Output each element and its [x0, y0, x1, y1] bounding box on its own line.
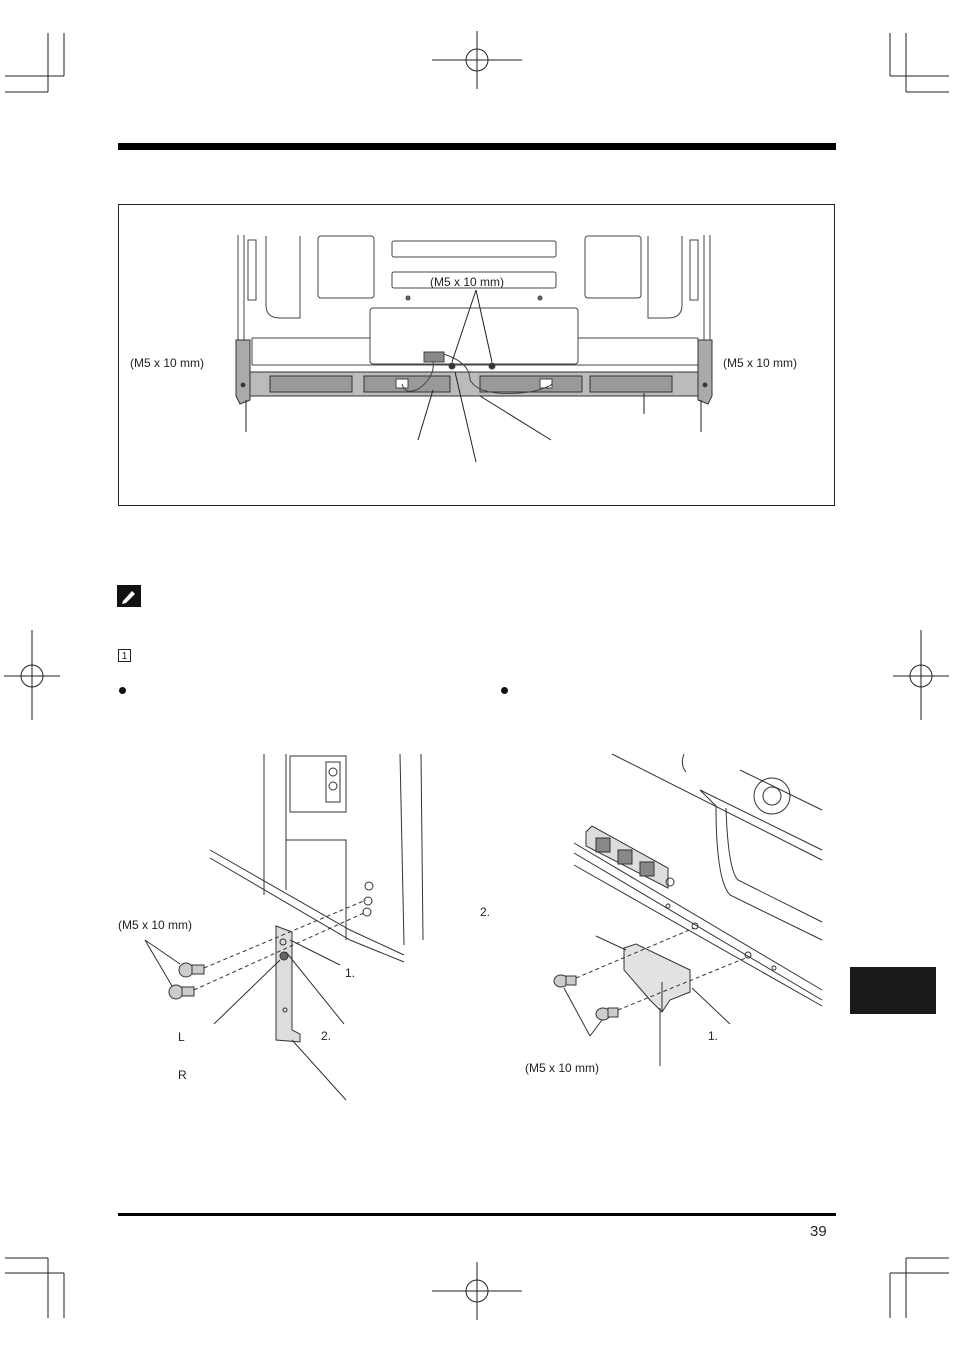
right-screw-label: (M5 x 10 mm): [723, 356, 798, 370]
page-number: 39: [810, 1223, 827, 1240]
center-screw-label: (M5 x 10 mm): [430, 275, 505, 289]
left-fig-step2: 2.: [321, 1029, 332, 1043]
header-rule: [118, 143, 836, 150]
figure-frame-top: [118, 204, 835, 506]
display-rear-illustration: [235, 235, 713, 463]
left-fig-screw-label: (M5 x 10 mm): [118, 918, 193, 932]
section-tab: [850, 967, 936, 1014]
step-number-box: 1: [118, 649, 131, 662]
right-fig-step1: 1.: [708, 1029, 719, 1043]
right-fig-step2: 2.: [480, 905, 491, 919]
left-fig-step1: 1.: [345, 966, 356, 980]
footer-rule: [118, 1213, 836, 1216]
note-pencil-icon: [117, 585, 141, 607]
left-fig-side-l: L: [178, 1030, 185, 1044]
left-screw-label: (M5 x 10 mm): [130, 356, 205, 370]
bullet-left: [119, 687, 126, 694]
bullet-right: [501, 687, 508, 694]
left-fig-side-r: R: [178, 1068, 187, 1082]
right-fig-screw-label: (M5 x 10 mm): [525, 1061, 600, 1075]
